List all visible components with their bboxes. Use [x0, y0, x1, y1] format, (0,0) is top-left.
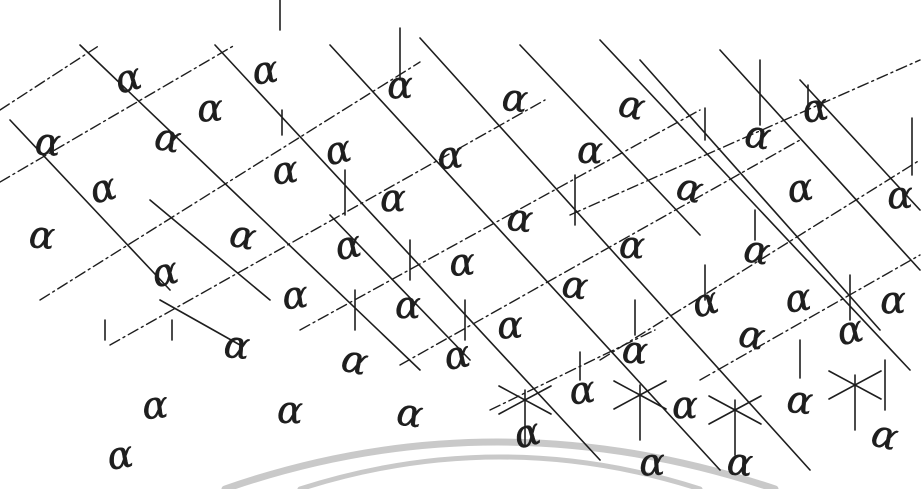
alpha-symbol: α	[741, 226, 774, 274]
grid-line-dashdot	[0, 45, 100, 110]
alpha-symbol: α	[782, 274, 814, 321]
alpha-symbol: α	[151, 114, 185, 162]
alpha-symbol: α	[104, 431, 136, 478]
alpha-symbol: α	[270, 147, 301, 194]
alpha-symbol: α	[567, 367, 598, 414]
alpha-symbol: α	[509, 409, 545, 458]
alpha-symbol: α	[387, 63, 413, 107]
alpha-symbol: α	[833, 306, 867, 354]
alpha-symbol: α	[799, 84, 832, 132]
alpha-symbol: α	[725, 439, 754, 485]
alpha-symbol: α	[615, 81, 650, 130]
alpha-symbol: α	[276, 388, 303, 433]
alpha-symbol: α	[735, 311, 769, 359]
alpha-symbol: α	[576, 128, 603, 173]
grid-line-solid	[520, 45, 700, 235]
alpha-symbol: α	[338, 336, 373, 385]
alpha-symbol: α	[867, 411, 903, 460]
watermark-arc-outer	[225, 442, 775, 489]
alpha-symbol: α	[148, 248, 183, 297]
alpha-symbol: α	[196, 85, 224, 130]
alpha-symbol: α	[435, 132, 464, 178]
alpha-symbol: α	[448, 239, 477, 285]
alpha-symbol: α	[784, 164, 816, 211]
alpha-symbol: α	[321, 126, 355, 174]
alpha-symbol: α	[249, 46, 281, 93]
alpha-symbol: α	[222, 322, 252, 368]
alpha-symbol: α	[621, 327, 650, 373]
alpha-symbol: α	[380, 176, 406, 220]
watermark-arcs	[225, 442, 775, 489]
alpha-symbol: α	[785, 377, 816, 424]
alpha-symbol: α	[672, 383, 698, 427]
alpha-symbol: α	[140, 382, 169, 428]
alpha-symbol: α	[742, 111, 774, 158]
alpha-symbol: α	[496, 302, 524, 347]
alpha-symbol: α	[880, 278, 906, 322]
alpha-symbol: α	[394, 389, 426, 436]
alpha-symbol: α	[27, 212, 56, 258]
alpha-symbol: α	[110, 53, 146, 102]
alpha-symbol: α	[500, 75, 530, 121]
alpha-symbol: α	[559, 261, 591, 308]
alpha-symbol: α	[226, 211, 260, 259]
alpha-symbol: α	[638, 440, 665, 485]
alpha-symbol: α	[331, 221, 365, 269]
grid-line-dashdot	[300, 110, 700, 330]
alpha-symbol: α	[618, 222, 646, 267]
alpha-symbol: α	[34, 119, 63, 165]
alpha-symbol: α	[441, 331, 474, 379]
alpha-symbol: α	[505, 195, 536, 242]
alpha-symbol: α	[395, 283, 421, 327]
alpha-symbol: α	[672, 164, 708, 213]
alpha-symbol: α	[886, 173, 913, 218]
alpha-symbol: α	[280, 272, 310, 318]
alpha-symbol: α	[687, 277, 723, 326]
